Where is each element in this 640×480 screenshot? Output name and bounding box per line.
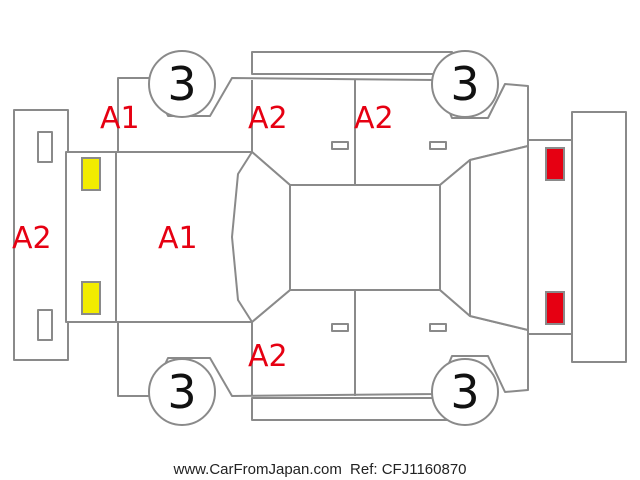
- code-left-front-door: A2: [248, 101, 288, 136]
- tire-grade-front-right: 3: [167, 365, 196, 419]
- footer-text: www.CarFromJapan.com Ref: CFJ1160870: [172, 461, 466, 478]
- code-hood: A1: [158, 221, 198, 256]
- tire-grade-front-left: 3: [167, 57, 196, 111]
- tire-grade-rear-left: 3: [450, 57, 479, 111]
- tire-grade-rear-right: 3: [450, 365, 479, 419]
- rear-window: [439, 159, 471, 317]
- taillight-bottom: [545, 291, 565, 325]
- code-front-left-fender: A1: [100, 101, 140, 136]
- tire-rear-left: [431, 50, 499, 118]
- footer-ref: Ref: CFJ1160870: [350, 461, 466, 478]
- door-handle-upper-rear: [429, 141, 447, 150]
- windshield: [231, 151, 291, 323]
- tire-front-left: [148, 50, 216, 118]
- roof-rail-bottom: [251, 397, 453, 421]
- trunk: [469, 145, 529, 331]
- front-bumper: [13, 109, 69, 361]
- front-bumper-slot-top: [37, 131, 53, 163]
- door-handle-lower-front: [331, 323, 349, 332]
- code-right-front-door: A2: [248, 339, 288, 374]
- tire-rear-right: [431, 358, 499, 426]
- rear-bumper: [571, 111, 627, 363]
- code-left-rear-door: A2: [354, 101, 394, 136]
- tire-front-right: [148, 358, 216, 426]
- headlight-top: [81, 157, 101, 191]
- footer-site: www.CarFromJapan.com: [172, 461, 341, 478]
- headlight-bottom: [81, 281, 101, 315]
- taillight-top: [545, 147, 565, 181]
- front-bumper-slot-bottom: [37, 309, 53, 341]
- door-handle-lower-rear: [429, 323, 447, 332]
- door-handle-upper-front: [331, 141, 349, 150]
- code-front-bumper: A2: [12, 221, 52, 256]
- roof-rail-top: [251, 51, 453, 75]
- roof: [289, 184, 441, 291]
